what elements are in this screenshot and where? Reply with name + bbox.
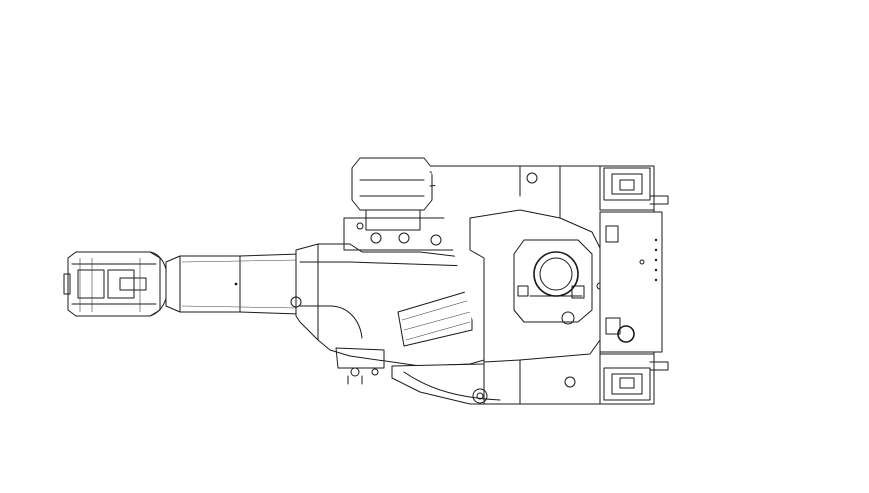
connector-panel — [599, 211, 663, 353]
mounting-foot-bottom — [603, 361, 669, 401]
mounting-foot-top — [603, 167, 669, 205]
forearm — [165, 253, 301, 315]
axis-motor-circle — [513, 239, 593, 323]
wrist-flange — [63, 251, 169, 317]
upper-arm-housing — [290, 243, 485, 385]
